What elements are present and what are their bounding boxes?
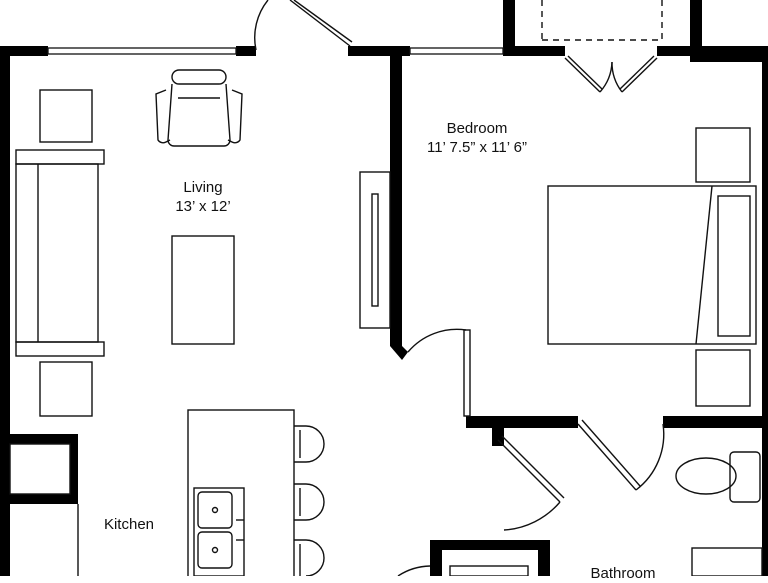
armchair [155, 69, 243, 147]
closet2-door-swing [635, 423, 665, 491]
toilet [675, 451, 761, 503]
closet-wall-right [538, 540, 550, 576]
right-exterior-wall [762, 52, 768, 576]
lower-door-swing [397, 565, 431, 576]
bar-stool-2 [294, 483, 325, 521]
bedroom-door-leaf [463, 329, 471, 417]
bedroom-name: Bedroom [446, 120, 508, 137]
windows [47, 47, 504, 55]
kitchen-island [187, 409, 295, 576]
nightstand-bottom [695, 349, 751, 407]
entry-door-leaf [289, 0, 351, 47]
kitchen-name: Kitchen [103, 516, 155, 533]
top-wall-living-right [236, 46, 256, 56]
bedroom-door-swing [407, 328, 467, 353]
kitchen-sink [193, 487, 245, 576]
side-table-top [39, 89, 93, 143]
closet-door-right [621, 57, 658, 93]
top-wall-left-stub [0, 46, 48, 56]
top-right-wall [702, 52, 768, 62]
linen-closet-shelf [449, 565, 529, 576]
living-window [47, 47, 237, 55]
top-wall-bedroom-mid [503, 46, 565, 56]
entry-door-swing [254, 0, 269, 51]
vanity [691, 547, 763, 576]
top-wall-bedroom-right [657, 46, 768, 56]
closet-wall-top [430, 540, 550, 550]
bath-door-leaf [497, 439, 561, 503]
closet-wall-left [430, 540, 442, 576]
upper-right-pier [690, 0, 702, 62]
furniture [9, 69, 763, 576]
top-wall-bedroom-left [348, 46, 410, 56]
bedroom-label: Bedroom 11’ 7.5” x 11’ 6” [412, 119, 542, 157]
bedroom-left-wall [390, 46, 402, 346]
doors [254, 0, 665, 576]
sofa [15, 149, 105, 357]
bath-door-jamb-left [492, 416, 504, 446]
upper-left-pier [503, 0, 515, 56]
bar-stool-1 [294, 425, 325, 463]
left-exterior-wall [0, 46, 10, 576]
bedroom-bottom-wall-left [466, 416, 578, 428]
tv-console [359, 171, 391, 329]
bedroom-bottom-wall-right [663, 416, 768, 428]
closet-door-left [564, 57, 601, 93]
living-room-name: Living [183, 179, 223, 196]
kitchen-cabinet-wall-lower [10, 494, 78, 504]
kitchen-cabinet-wall [10, 434, 78, 444]
closet2-door-leaf [577, 423, 637, 491]
bath-door-swing [503, 501, 561, 531]
bedroom-dimensions: 11’ 7.5” x 11’ 6” [426, 139, 528, 156]
coffee-table [171, 235, 235, 345]
bathroom-label: Bathroom [576, 564, 670, 583]
bed-pillow [717, 195, 751, 337]
side-table-bottom [39, 361, 93, 417]
kitchen-cabinet-side [70, 434, 78, 504]
bedroom-door-corner [390, 346, 408, 360]
living-room-label: Living 13’ x 12’ [153, 178, 253, 216]
kitchen-label: Kitchen [90, 515, 168, 534]
bedroom-window [409, 47, 504, 55]
living-room-dimensions: 13’ x 12’ [175, 198, 231, 215]
nightstand-top [695, 127, 751, 183]
range [9, 443, 71, 495]
bed [547, 185, 757, 345]
bathroom-name: Bathroom [590, 565, 656, 582]
bar-stool-3 [294, 539, 325, 576]
